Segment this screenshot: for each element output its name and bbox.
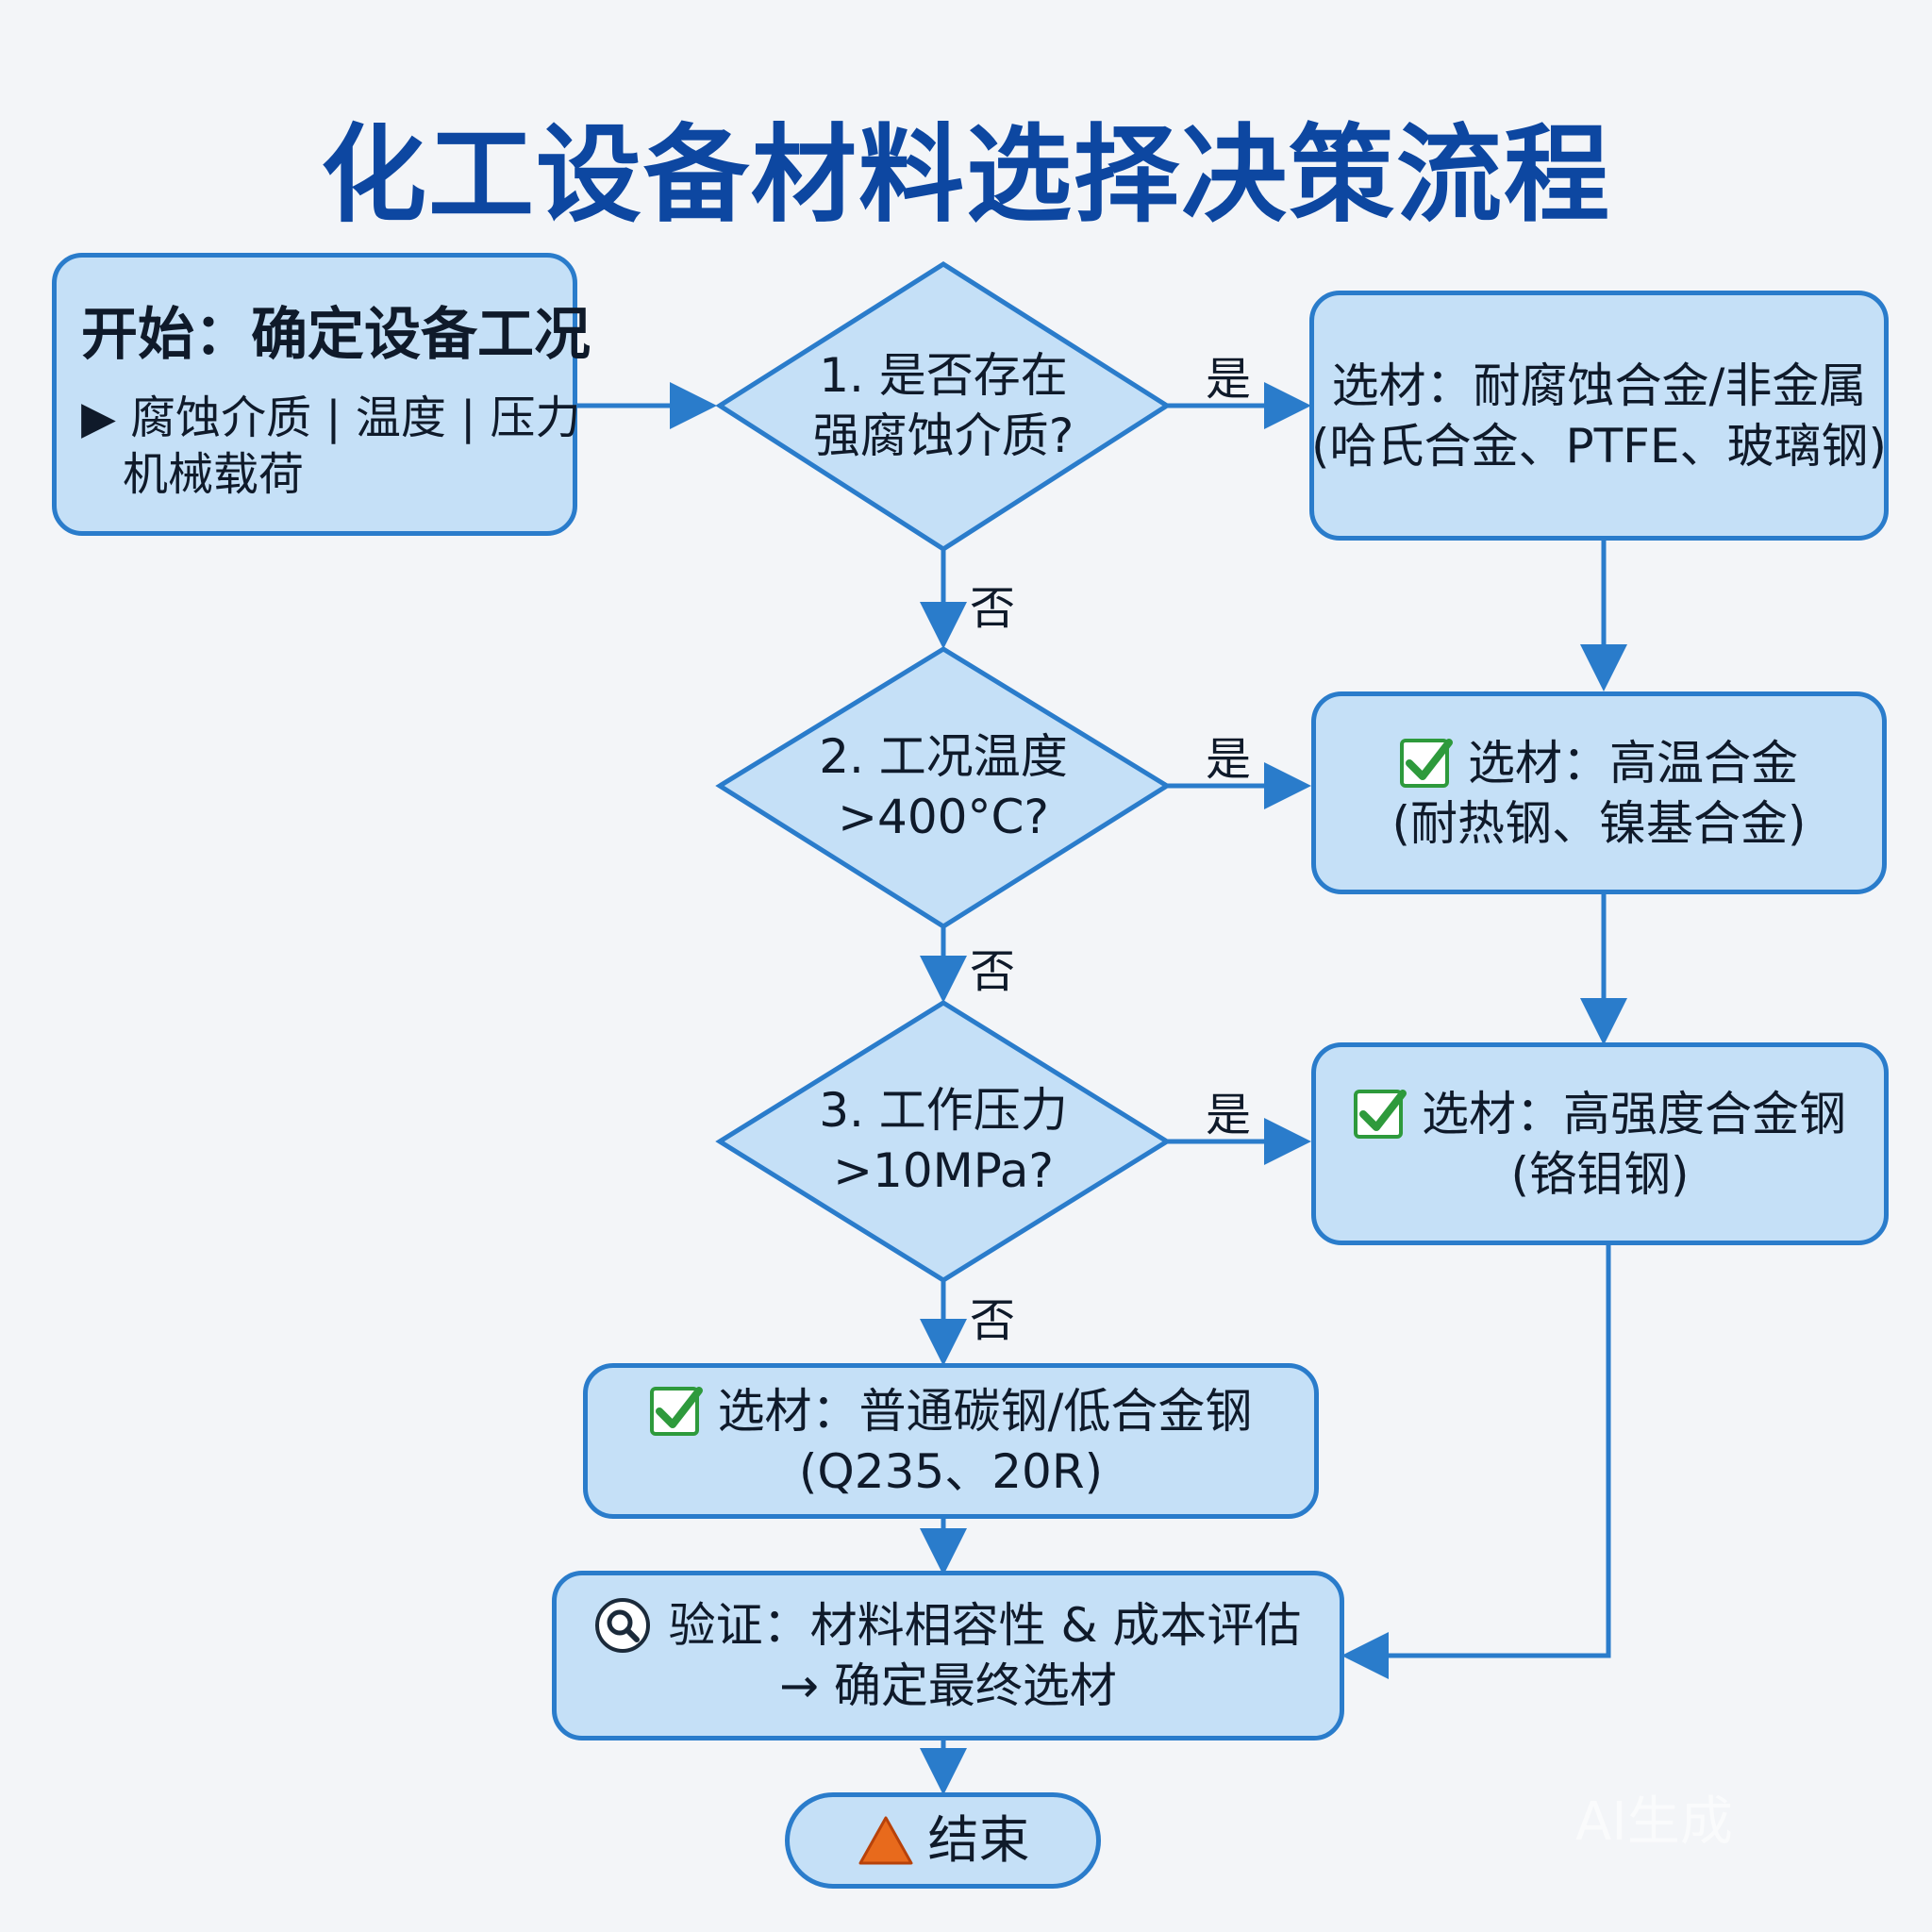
result-1-line2: (哈氏合金、PTFE、玻璃钢) [1310,418,1888,474]
decision-2-line2: >400°C? [838,790,1049,844]
end-label: 结束 [927,1810,1030,1870]
result-node-1: 选材：耐腐蚀合金/非金属 (哈氏合金、PTFE、玻璃钢) [1309,291,1889,541]
result-node-4: 选材：普通碳钢/低合金钢 (Q235、20R) [583,1363,1319,1519]
result-3-line1: 选材：高强度合金钢 [1422,1086,1846,1141]
start-factors: ▶ 腐蚀介质 | 温度 | 压力 [81,391,581,444]
result-node-2: 选材：高温合金 (耐热钢、镍基合金) [1311,691,1887,894]
start-factors-2: 机械载荷 [123,448,305,501]
arrow-r3-to-verify [1341,1245,1611,1679]
magnifier-icon [594,1598,650,1653]
decision-2-line1: 2. 工况温度 [819,729,1068,784]
no-label-2: 否 [970,945,1016,998]
result-2-line1: 选材：高温合金 [1468,735,1798,791]
decision-3-line2: >10MPa? [833,1143,1054,1198]
decision-1-line1: 1. 是否存在 [819,348,1068,403]
check-icon [1354,1089,1407,1139]
decision-text-2: 2. 工况温度 >400°C? [774,726,1113,847]
check-icon [649,1386,703,1436]
result-1-line1: 选材：耐腐蚀合金/非金属 [1331,358,1867,413]
decision-3-line1: 3. 工作压力 [819,1083,1068,1138]
result-node-3: 选材：高强度合金钢 (铬钼钢) [1311,1042,1889,1245]
start-title: 开始：确定设备工况 [81,302,591,368]
no-label-1: 否 [970,582,1016,635]
start-node: 开始：确定设备工况 ▶ 腐蚀介质 | 温度 | 压力 机械载荷 [52,253,591,536]
result-2-line2: (耐热钢、镍基合金) [1391,795,1807,851]
result-3-line2: (铬钼钢) [1510,1146,1690,1202]
verify-node: 验证：材料相容性 & 成本评估 → 确定最终选材 [552,1571,1344,1740]
decision-text-3: 3. 工作压力 >10MPa? [774,1080,1113,1201]
result-4-line2: (Q235、20R) [798,1443,1104,1499]
verify-line1: 验证：材料相容性 & 成本评估 [668,1598,1302,1653]
decision-1-line2: 强腐蚀介质? [812,408,1074,463]
verify-line2: → 确定最终选材 [779,1658,1117,1713]
result-4-line1: 选材：普通碳钢/低合金钢 [717,1383,1253,1439]
warning-triangle-icon [858,1816,912,1865]
end-node: 结束 [785,1792,1101,1889]
check-icon [1400,738,1453,788]
decision-text-1: 1. 是否存在 强腐蚀介质? [774,345,1113,466]
watermark: AI生成 [1575,1791,1733,1853]
yes-label-2: 是 [1206,733,1252,786]
yes-label-3: 是 [1206,1089,1252,1141]
page-title: 化工设备材料选择决策流程 [321,114,1611,237]
yes-label-1: 是 [1206,353,1252,406]
no-label-3: 否 [970,1294,1016,1347]
